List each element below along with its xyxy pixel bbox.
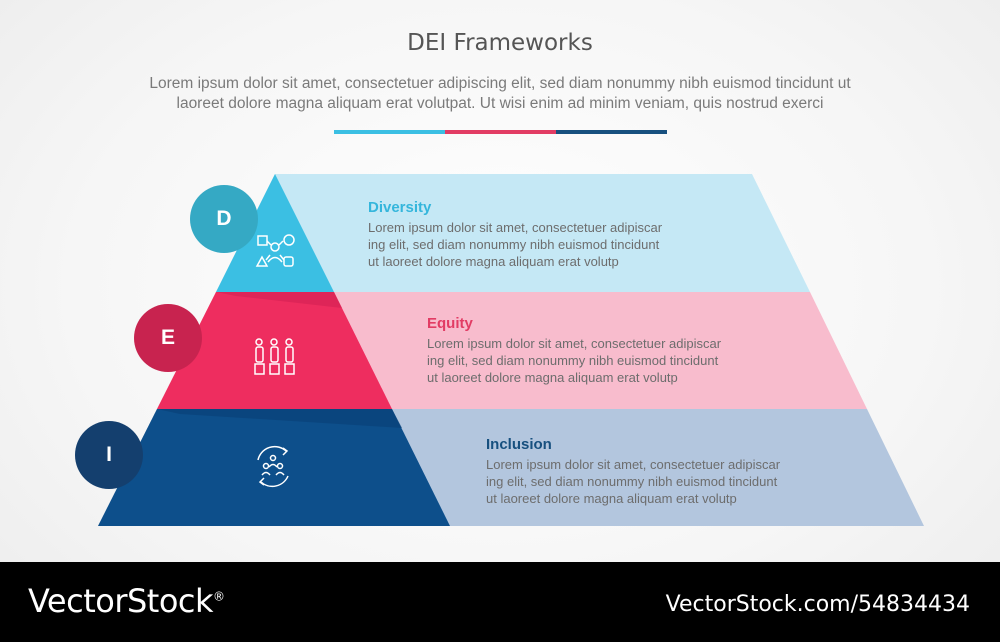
inclusion-body-line-2: ing elit, sed diam nonummy nibh euismod … bbox=[486, 474, 778, 489]
inclusion-body: Lorem ipsum dolor sit amet, consectetuer… bbox=[486, 456, 846, 507]
divider-segment-cyan bbox=[334, 130, 445, 134]
equity-body-line-2: ing elit, sed diam nonummy nibh euismod … bbox=[427, 353, 719, 368]
image-id: VectorStock.com/54834434 bbox=[665, 592, 970, 617]
badge-diversity: D bbox=[190, 185, 258, 253]
subtitle-line-1: Lorem ipsum dolor sit amet, consectetuer… bbox=[149, 75, 851, 92]
inclusion-solid-section bbox=[98, 409, 450, 526]
watermark-footer: VectorStock® VectorStock.com/54834434 bbox=[0, 562, 1000, 642]
equity-body: Lorem ipsum dolor sit amet, consectetuer… bbox=[427, 335, 787, 386]
badge-inclusion: I bbox=[75, 421, 143, 489]
badge-equity: E bbox=[134, 304, 202, 372]
page-subtitle: Lorem ipsum dolor sit amet, consectetuer… bbox=[60, 74, 940, 114]
inclusion-body-line-3: ut laoreet dolore magna aliquam erat vol… bbox=[486, 491, 737, 506]
equity-solid-section bbox=[157, 292, 392, 409]
diversity-band bbox=[216, 174, 810, 292]
equity-body-line-1: Lorem ipsum dolor sit amet, consectetuer… bbox=[427, 336, 722, 351]
diversity-solid-section bbox=[216, 174, 334, 292]
equity-shadow-fold bbox=[216, 292, 342, 308]
equity-body-line-3: ut laoreet dolore magna aliquam erat vol… bbox=[427, 370, 678, 385]
brand-logo: VectorStock® bbox=[28, 582, 225, 620]
page-title: DEI Frameworks bbox=[407, 30, 593, 56]
inclusion-body-line-1: Lorem ipsum dolor sit amet, consectetuer… bbox=[486, 457, 781, 472]
inclusion-shadow-fold bbox=[157, 409, 402, 428]
divider-segment-blue bbox=[556, 130, 667, 134]
diversity-body-line-1: Lorem ipsum dolor sit amet, consectetuer… bbox=[368, 220, 663, 235]
subtitle-line-2: laoreet dolore magna aliquam erat volutp… bbox=[176, 95, 824, 112]
brand-name: VectorStock bbox=[28, 582, 214, 620]
divider-segment-pink bbox=[445, 130, 556, 134]
diversity-shapes-icon bbox=[255, 234, 295, 267]
diversity-body: Lorem ipsum dolor sit amet, consectetuer… bbox=[368, 219, 728, 270]
equity-people-icon bbox=[254, 338, 295, 375]
diversity-body-line-2: ing elit, sed diam nonummy nibh euismod … bbox=[368, 237, 660, 252]
diversity-body-line-3: ut laoreet dolore magna aliquam erat vol… bbox=[368, 254, 619, 269]
pyramid-diagram bbox=[98, 174, 924, 526]
registered-mark: ® bbox=[213, 589, 225, 604]
diversity-title: Diversity bbox=[368, 199, 432, 216]
equity-title: Equity bbox=[427, 315, 473, 332]
inclusion-title: Inclusion bbox=[486, 436, 552, 453]
inclusion-group-icon bbox=[257, 445, 289, 488]
